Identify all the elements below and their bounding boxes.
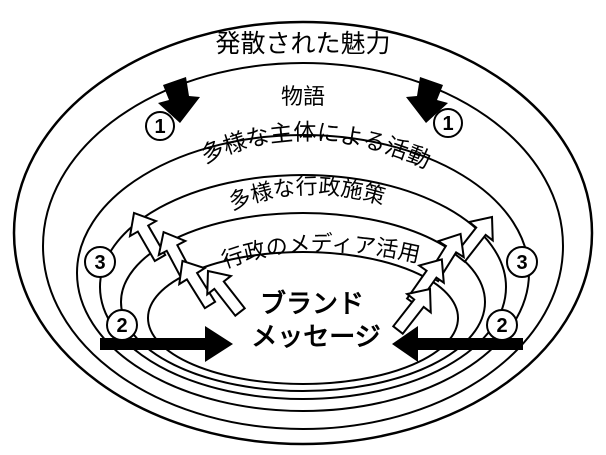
- media-label: 行政のメディア活用: [219, 232, 423, 274]
- core-label-line2: メッセージ: [251, 323, 380, 353]
- marker-3-right: 3: [506, 246, 538, 278]
- policies-label: 多様な行政施策: [226, 175, 388, 216]
- hollow-arrows-left: [128, 211, 247, 318]
- marker-2-right: 2: [486, 309, 518, 341]
- core-label-line1: ブランド: [260, 289, 364, 320]
- ring-story: [42, 62, 564, 430]
- svg-text:2: 2: [496, 315, 507, 337]
- ring-policies: [99, 174, 507, 400]
- arrow-right-into-core: [100, 326, 233, 362]
- ring-media: [120, 212, 486, 392]
- outer-label: 発散された魅力: [215, 29, 390, 58]
- hollow-arrow: [391, 287, 432, 336]
- hollow-arrow: [206, 269, 247, 318]
- svg-text:1: 1: [154, 116, 165, 138]
- marker-1-right: 1: [433, 108, 463, 138]
- arrow-down-right: [406, 77, 448, 123]
- marker-1-left: 1: [145, 111, 175, 141]
- ring-outer: [12, 20, 594, 446]
- arrow-left-into-core: [392, 326, 523, 362]
- svg-text:3: 3: [94, 252, 105, 274]
- actors-label: 多様な主体による活動: [197, 120, 434, 174]
- svg-text:3: 3: [516, 252, 527, 274]
- marker-2-left: 2: [106, 309, 138, 341]
- story-label: 物語: [281, 85, 325, 110]
- svg-text:2: 2: [116, 315, 127, 337]
- svg-text:1: 1: [442, 113, 453, 135]
- hollow-arrows-right: [391, 215, 494, 336]
- hollow-arrow: [453, 215, 494, 264]
- hollow-arrow: [177, 259, 217, 310]
- arrow-down-left: [158, 77, 200, 123]
- marker-3-left: 3: [84, 246, 116, 278]
- ring-core: [147, 251, 459, 385]
